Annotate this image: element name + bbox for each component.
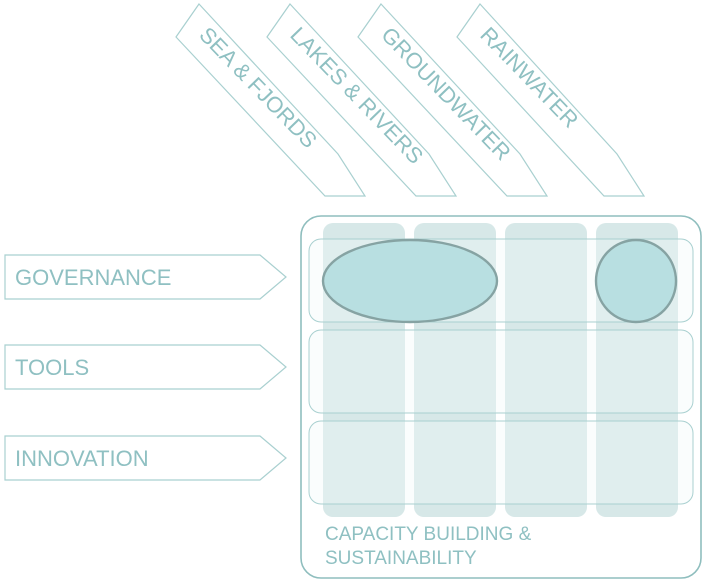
matrix-column-groundwater xyxy=(505,223,587,517)
water-domain-arrow-shape xyxy=(456,3,646,197)
matrix-row-innovation xyxy=(308,420,694,505)
theme-arrow-shape xyxy=(4,435,287,481)
theme-label: TOOLS xyxy=(15,355,89,380)
theme-arrow-innovation: INNOVATION xyxy=(4,435,287,481)
theme-arrow-tools: TOOLS xyxy=(4,344,287,390)
matrix-row-tools xyxy=(308,329,694,414)
theme-label: INNOVATION xyxy=(15,446,149,471)
theme-arrow-governance: GOVERNANCE xyxy=(4,254,287,300)
water-domain-arrow-shape xyxy=(266,3,458,197)
theme-arrow-shape xyxy=(4,344,287,390)
focus-area-governance-sea-lakes xyxy=(321,238,499,324)
theme-arrow-shape xyxy=(4,254,287,300)
focus-area-governance-rainwater xyxy=(594,238,678,324)
capacity-label-line-1: CAPACITY BUILDING & xyxy=(325,524,532,545)
theme-label: GOVERNANCE xyxy=(15,265,171,290)
water-domain-arrow-shape xyxy=(357,3,549,197)
capacity-label-line-2: SUSTAINABILITY xyxy=(325,548,477,569)
water-domain-arrow-shape xyxy=(175,3,367,197)
